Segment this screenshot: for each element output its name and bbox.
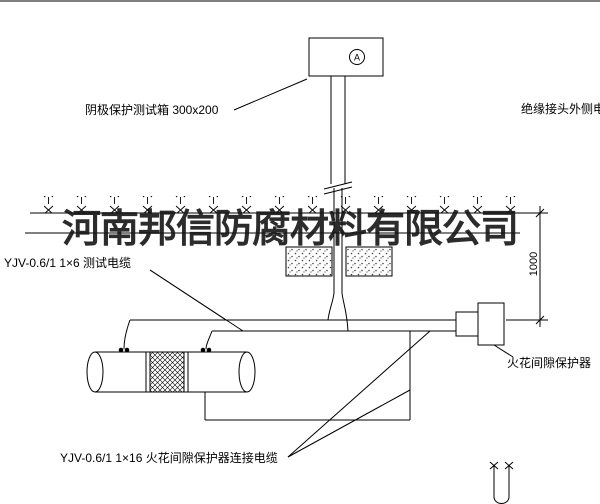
ground-line (28, 196, 534, 214)
cable-weld-terminals (118, 347, 212, 353)
break-mark (323, 186, 353, 195)
dimension-text: 1000 (528, 251, 540, 277)
pipe-end-cap-left (86, 351, 104, 393)
break-mark (323, 181, 353, 190)
label-test-box: 阴极保护测试箱 300x200 (85, 103, 219, 117)
test-cable-leader-lines (149, 269, 244, 332)
test-box (308, 37, 384, 77)
spark-gap-protector (455, 302, 514, 358)
test-box-leader-line (233, 78, 308, 111)
connection-cable-loop (204, 331, 411, 421)
pipe-riser-symbol (489, 461, 514, 504)
pipeline (86, 347, 256, 393)
label-spark-gap-protector: 火花间隙保护器 (507, 356, 592, 370)
label-connection-cable: YJV-0.6/1 1×16 火花间隙保护器连接电缆 (60, 451, 278, 465)
concrete-anchor-blocks (285, 246, 393, 277)
connection-cable-leader-lines (287, 330, 431, 458)
concrete-block-left (285, 246, 333, 277)
ammeter-label: A (354, 53, 360, 63)
dimension-line-1000 (506, 206, 548, 327)
ammeter-icon (349, 49, 365, 65)
spark-gap-leader-line (493, 344, 514, 358)
watermark: 河南邦信防腐材料有限公司 (62, 208, 519, 251)
pipe-end-cap-right (238, 351, 256, 393)
test-cables (123, 292, 456, 350)
ground-hatch-marks (28, 196, 534, 213)
label-test-cable: YJV-0.6/1 1×6 测试电缆 (4, 256, 132, 270)
insulating-joint (145, 351, 189, 393)
label-insulated-joint-cable: 绝缘接头外侧电缆 (521, 102, 600, 116)
concrete-block-right (345, 246, 393, 277)
